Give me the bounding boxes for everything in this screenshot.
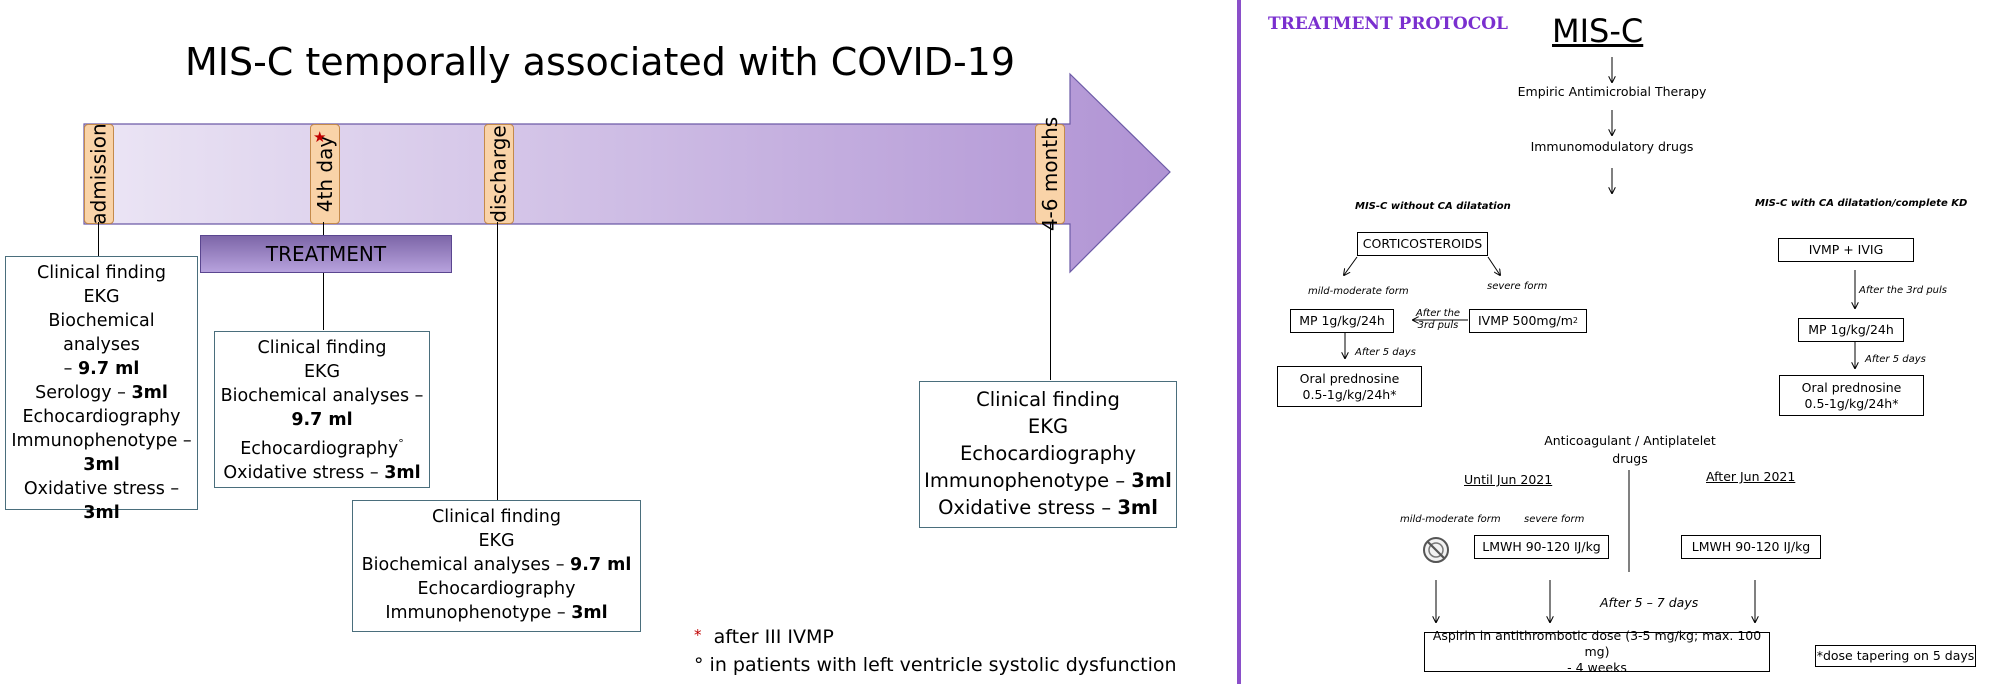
tag-discharge: discharge (484, 124, 514, 224)
tag-4th-day: 4th day (310, 124, 340, 224)
lmwh-left-box: LMWH 90-120 IJ/kg (1474, 535, 1609, 559)
box-4th-day: Clinical finding EKG Biochemical analyse… (214, 331, 430, 488)
box-admission: Clinical finding EKG Biochemical analyse… (5, 256, 198, 523)
mild-moderate-label-2: mild-moderate form (1400, 514, 1501, 525)
severe-label-2: severe form (1524, 514, 1585, 525)
lmwh-right-box: LMWH 90-120 IJ/kg (1681, 535, 1821, 559)
severe-label: severe form (1487, 281, 1548, 292)
after-jun-2021: After Jun 2021 (1706, 469, 1796, 484)
prohibited-icon (1423, 537, 1449, 563)
box-discharge: Clinical finding EKG Biochemical analyse… (352, 500, 641, 632)
mp-left-box: MP 1g/kg/24h (1290, 309, 1394, 333)
connector-4th-day-top (323, 222, 324, 236)
panel-divider (1237, 0, 1241, 684)
after-5-days-left: After 5 days (1355, 347, 1416, 358)
star-icon: ★ (313, 128, 327, 146)
left-branch-label: MIS-C without CA dilatation (1355, 201, 1511, 212)
timeline-arrow (83, 72, 1171, 274)
protocol-heading: MIS-C (1552, 12, 1644, 50)
connector-4th-day (323, 271, 324, 330)
footnote-star: * after III IVMP (694, 626, 834, 648)
corticosteroids-box: CORTICOSTEROIDS (1357, 232, 1488, 256)
connector-discharge (497, 222, 498, 500)
mild-moderate-label: mild-moderate form (1308, 286, 1409, 297)
box-4-6-months: Clinical finding EKG Echocardiography Im… (919, 381, 1177, 528)
taper-note-box: *dose tapering on 5 days (1815, 645, 1976, 667)
protocol-title: TREATMENT PROTOCOL (1268, 14, 1509, 34)
connector-admission (98, 222, 99, 256)
after-5-7-days: After 5 – 7 days (1600, 595, 1699, 610)
footnote-degree: ° in patients with left ventricle systol… (694, 654, 1177, 676)
until-jun-2021: Until Jun 2021 (1464, 472, 1553, 487)
right-branch-label: MIS-C with CA dilatation/complete KD (1755, 198, 1968, 209)
treatment-bar: TREATMENT (200, 235, 452, 273)
immunomodulatory-drugs: Immunomodulatory drugs (1530, 139, 1694, 154)
mp-right-box: MP 1g/kg/24h (1798, 318, 1904, 342)
tag-4-6-months: 4-6 months (1035, 117, 1065, 231)
tag-admission: admission (84, 123, 114, 225)
aspirin-box: Aspirin in antithrombotic dose (3-5 mg/k… (1424, 628, 1770, 675)
ivmp-ivig-box: IVMP + IVIG (1778, 238, 1914, 262)
after-5-days-right: After 5 days (1865, 354, 1926, 365)
empiric-therapy: Empiric Antimicrobial Therapy (1517, 84, 1707, 99)
connector-4-6-months (1050, 222, 1051, 380)
protocol-arrows (1240, 57, 1994, 684)
timeline-title: MIS-C temporally associated with COVID-1… (184, 40, 1016, 84)
after-3rd-puls-right: After the 3rd puls (1859, 285, 1947, 296)
